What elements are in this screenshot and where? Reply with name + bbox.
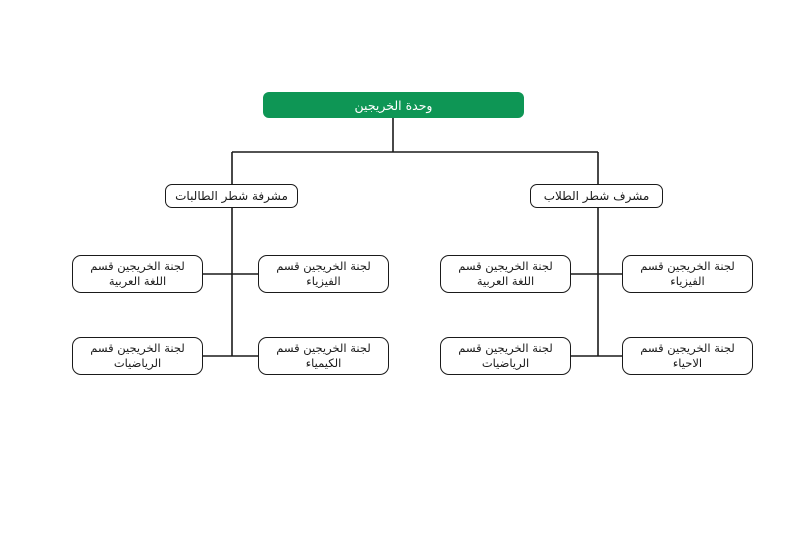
committee-label-line1: لجنة الخريجين قسم: [458, 341, 553, 355]
org-node-committee-math-female: لجنة الخريجين قسم الرياضيات: [72, 337, 203, 375]
org-node-supervisor-female-section: مشرفة شطر الطالبات: [165, 184, 298, 208]
org-node-committee-arabic-female: لجنة الخريجين قسم اللغة العربية: [72, 255, 203, 293]
committee-label-line2: الرياضيات: [481, 356, 530, 370]
committee-label-line1: لجنة الخريجين قسم: [640, 259, 735, 273]
committee-label-line1: لجنة الخريجين قسم: [458, 259, 553, 273]
committee-label-line2: الفيزياء: [306, 274, 341, 288]
supervisor-label: مشرفة شطر الطالبات: [175, 189, 288, 203]
org-node-committee-arabic-male: لجنة الخريجين قسم اللغة العربية: [440, 255, 571, 293]
committee-label-line2: الكيمياء: [305, 356, 342, 370]
committee-label-line2: اللغة العربية: [108, 274, 167, 288]
committee-label-line2: الفيزياء: [670, 274, 705, 288]
org-node-committee-biology-male: لجنة الخريجين قسم الاحياء: [622, 337, 753, 375]
committee-label-line1: لجنة الخريجين قسم: [276, 341, 371, 355]
committee-label-line2: اللغة العربية: [476, 274, 535, 288]
committee-label-line1: لجنة الخريجين قسم: [90, 259, 185, 273]
org-node-root-label: وحدة الخريجين: [354, 97, 433, 113]
org-node-committee-physics-female: لجنة الخريجين قسم الفيزياء: [258, 255, 389, 293]
committee-label-line2: الاحياء: [672, 356, 703, 370]
committee-label-line1: لجنة الخريجين قسم: [640, 341, 735, 355]
org-node-committee-physics-male: لجنة الخريجين قسم الفيزياء: [622, 255, 753, 293]
committee-label-line1: لجنة الخريجين قسم: [90, 341, 185, 355]
org-node-committee-math-male: لجنة الخريجين قسم الرياضيات: [440, 337, 571, 375]
committee-label-line1: لجنة الخريجين قسم: [276, 259, 371, 273]
org-node-supervisor-male-section: مشرف شطر الطلاب: [530, 184, 663, 208]
org-node-committee-chemistry-female: لجنة الخريجين قسم الكيمياء: [258, 337, 389, 375]
org-node-root: وحدة الخريجين: [263, 92, 524, 118]
committee-label-line2: الرياضيات: [113, 356, 162, 370]
supervisor-label: مشرف شطر الطلاب: [543, 189, 650, 203]
